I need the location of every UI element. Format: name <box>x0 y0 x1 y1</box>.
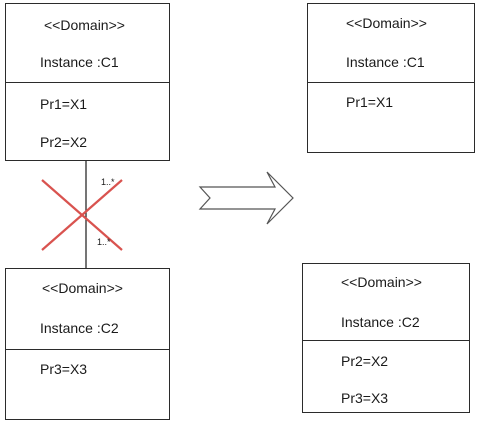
instance-label: Instance :C2 <box>341 314 420 330</box>
attribute-item: Pr3=X3 <box>341 390 389 406</box>
instance-label: Instance :C2 <box>40 320 119 336</box>
stereotype-label: <<Domain>> <box>44 17 125 33</box>
instance-label: Instance :C1 <box>346 54 425 70</box>
class-box-c1-original: <<Domain>> Instance :C1 Pr1=X1 Pr2=X2 <box>5 3 170 161</box>
instance-label: Instance :C1 <box>40 54 119 70</box>
stereotype-label: <<Domain>> <box>42 280 123 296</box>
multiplicity-top: 1..* <box>101 177 115 187</box>
attribute-item: Pr3=X3 <box>40 361 88 377</box>
attribute-item: Pr1=X1 <box>40 96 88 112</box>
hollow-right-arrow-icon <box>198 171 294 225</box>
class-box-c2-original: <<Domain>> Instance :C2 Pr3=X3 <box>5 268 170 420</box>
compartment-divider <box>6 349 169 350</box>
multiplicity-bottom: 1..* <box>97 237 111 247</box>
compartment-divider <box>303 340 469 341</box>
class-box-c1-merged: <<Domain>> Instance :C1 Pr1=X1 <box>307 3 475 153</box>
attribute-item: Pr2=X2 <box>341 353 389 369</box>
attribute-item: Pr1=X1 <box>346 94 394 110</box>
compartment-divider <box>308 82 474 83</box>
stereotype-label: <<Domain>> <box>341 274 422 290</box>
stereotype-label: <<Domain>> <box>346 15 427 31</box>
compartment-divider <box>6 82 169 83</box>
cross-stroke-2 <box>41 179 123 251</box>
class-box-c2-merged: <<Domain>> Instance :C2 Pr2=X2 Pr3=X3 <box>302 263 470 413</box>
attribute-item: Pr2=X2 <box>40 134 88 150</box>
